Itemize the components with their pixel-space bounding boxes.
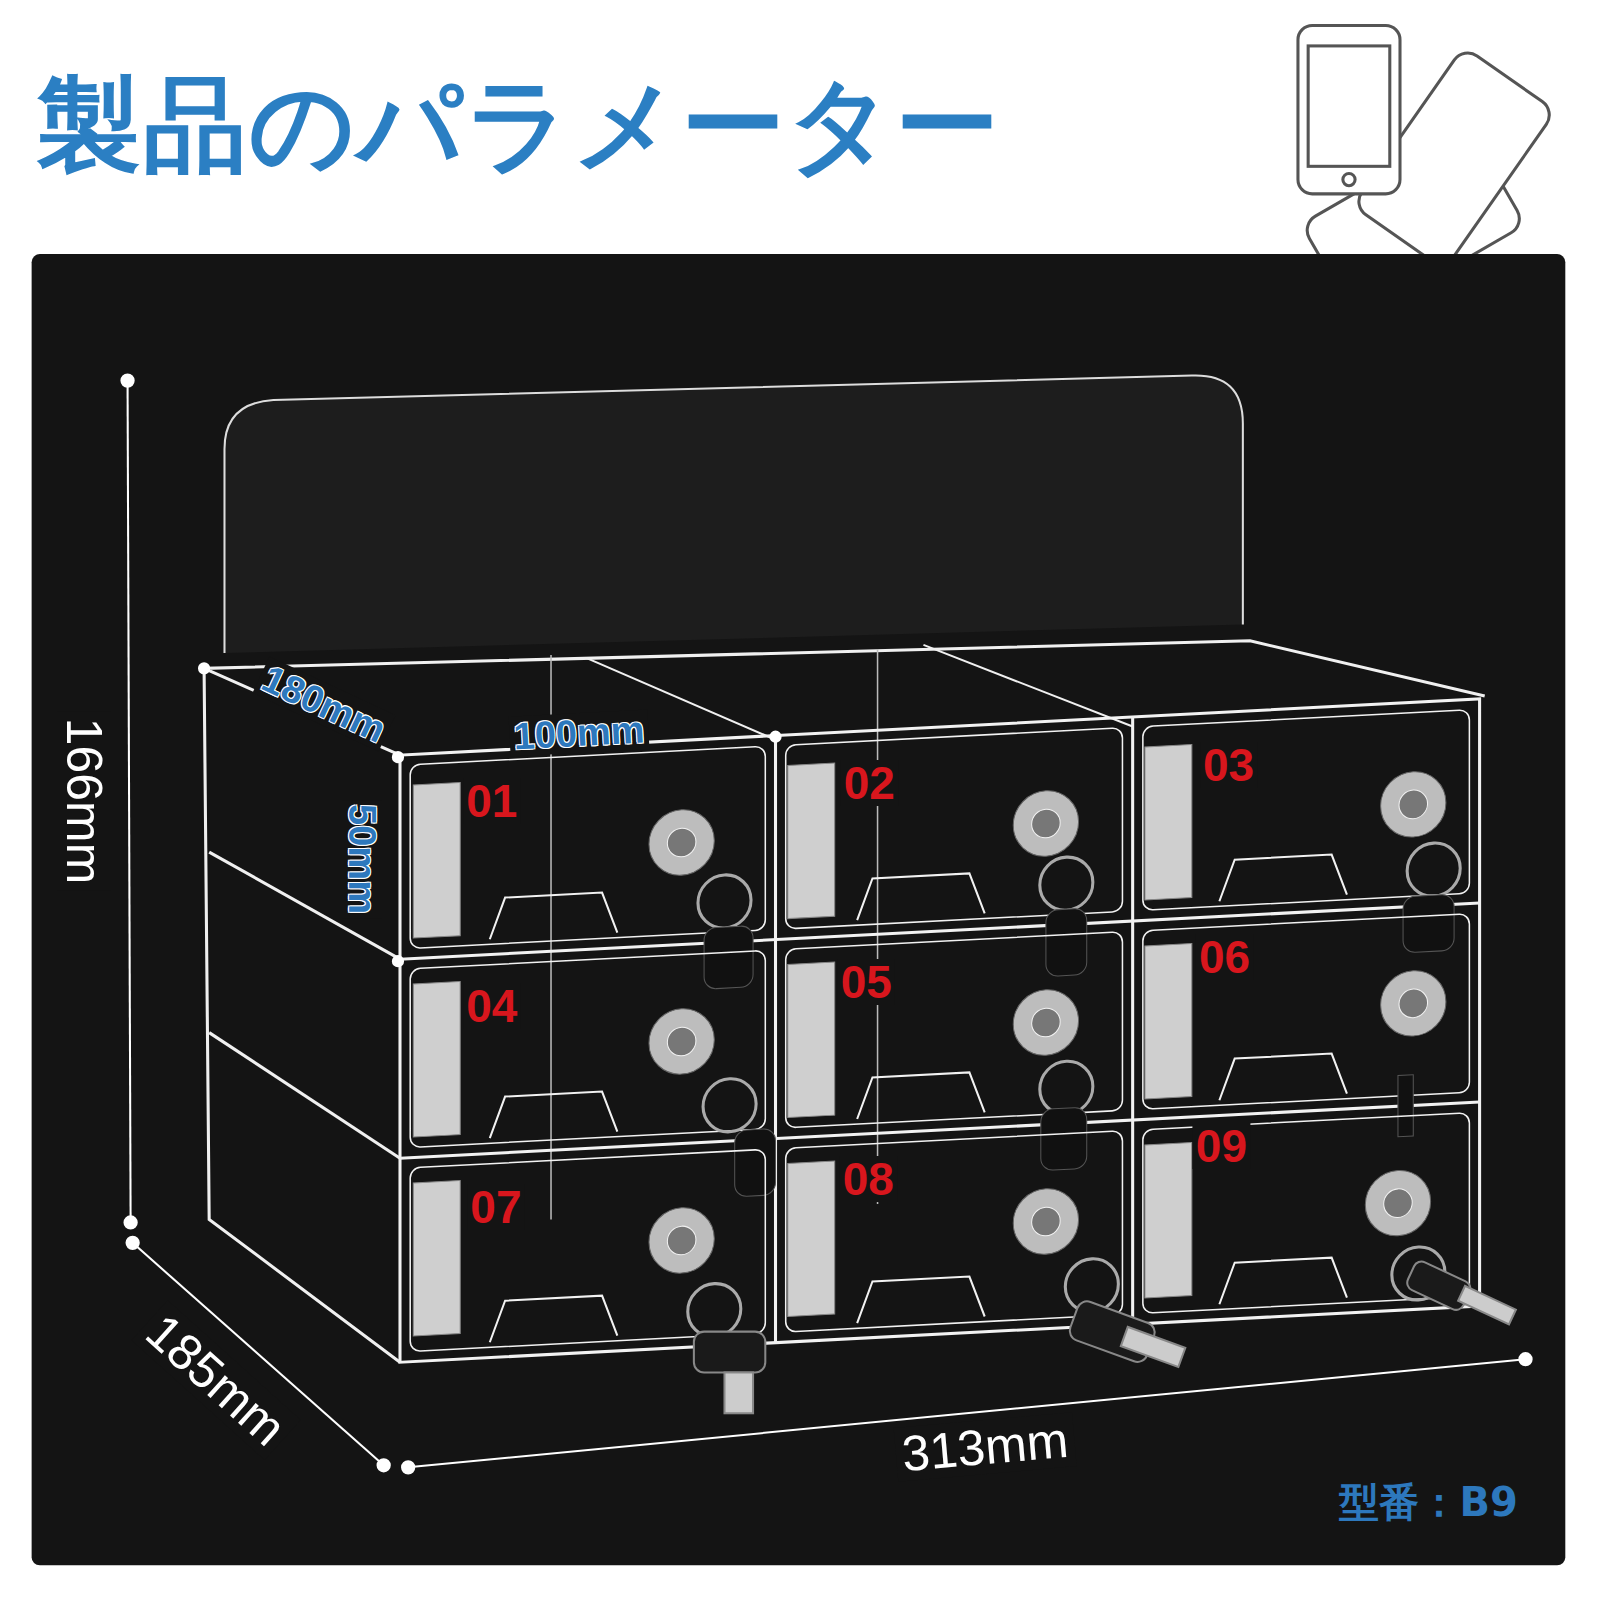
page-title: 製品のパラメーター [37, 73, 1001, 177]
callout-number: 01 [463, 778, 520, 824]
model-number: 型番：B9 [1339, 1482, 1517, 1522]
panel [32, 254, 1566, 1565]
callout-number: 06 [1196, 934, 1253, 980]
callout-number: 05 [838, 959, 895, 1005]
dimension-label: 166mm [57, 712, 111, 891]
callout-number: 07 [467, 1184, 524, 1230]
callout-number: 08 [840, 1156, 897, 1202]
dimension-label: 100mm [508, 709, 649, 756]
callout-number: 09 [1193, 1123, 1250, 1169]
dimension-label: 50mm [342, 800, 382, 918]
callout-number: 03 [1200, 742, 1257, 788]
callout-number: 04 [463, 983, 520, 1029]
callout-number: 02 [841, 760, 898, 806]
